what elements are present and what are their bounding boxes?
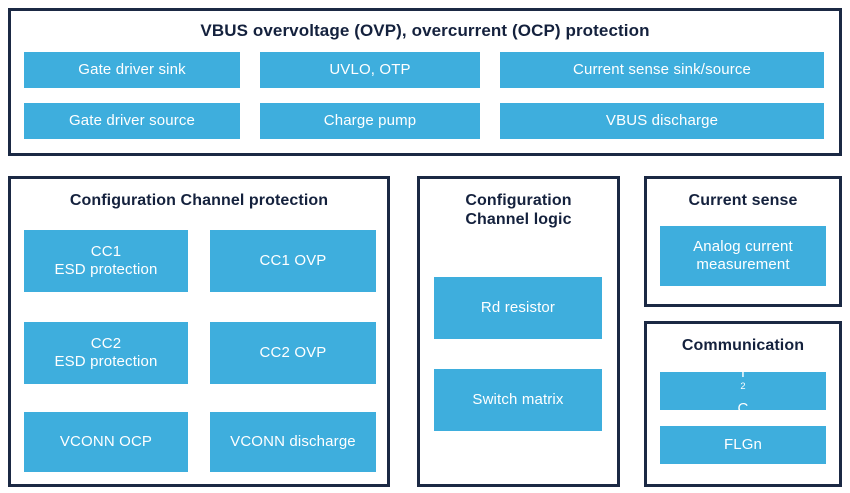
block-label: CC2 ESD protection bbox=[55, 335, 158, 371]
panel-current-sense-title: Current sense bbox=[688, 192, 798, 209]
block-label: CC1 ESD protection bbox=[55, 243, 158, 279]
block-label: VBUS discharge bbox=[605, 112, 719, 129]
block-label-line2: ESD protection bbox=[54, 353, 158, 370]
block-analog-current-measurement[interactable]: Analog current measurement bbox=[660, 226, 826, 286]
block-vconn-ocp[interactable]: VCONN OCP bbox=[24, 412, 188, 472]
block-cc1-esd-protection[interactable]: CC1 ESD protection bbox=[24, 230, 188, 292]
block-label: Current sense sink/source bbox=[573, 61, 751, 78]
panel-vbus-protection-title: VBUS overvoltage (OVP), overcurrent (OCP… bbox=[200, 21, 650, 40]
block-label: Rd resistor bbox=[480, 299, 556, 316]
block-label: Analog current measurement bbox=[693, 238, 793, 274]
block-switch-matrix[interactable]: Switch matrix bbox=[434, 369, 602, 431]
block-flgn[interactable]: FLGn bbox=[660, 426, 826, 464]
panel-communication-title: Communication bbox=[681, 337, 805, 354]
block-label: VCONN discharge bbox=[230, 433, 356, 450]
block-label: CC1 OVP bbox=[259, 252, 327, 269]
block-gate-driver-source[interactable]: Gate driver source bbox=[24, 103, 240, 139]
block-vconn-discharge[interactable]: VCONN discharge bbox=[210, 412, 376, 472]
block-uvlo-otp[interactable]: UVLO, OTP bbox=[260, 52, 480, 88]
block-label-superscript: 2 bbox=[740, 381, 746, 391]
block-gate-driver-sink[interactable]: Gate driver sink bbox=[24, 52, 240, 88]
block-current-sense-sink-source[interactable]: Current sense sink/source bbox=[500, 52, 824, 88]
block-cc2-esd-protection[interactable]: CC2 ESD protection bbox=[24, 322, 188, 384]
block-label-line1: CC1 bbox=[90, 243, 122, 260]
panel-cc-logic-title-line1: Configuration bbox=[465, 192, 572, 209]
block-vbus-discharge[interactable]: VBUS discharge bbox=[500, 103, 824, 139]
block-label-tail: C bbox=[737, 400, 749, 417]
block-label: CC2 OVP bbox=[259, 344, 327, 361]
panel-cc-logic-title-line2: Channel logic bbox=[465, 210, 572, 228]
block-label: VCONN OCP bbox=[59, 433, 153, 450]
block-label-base: I bbox=[740, 364, 746, 381]
block-rd-resistor[interactable]: Rd resistor bbox=[434, 277, 602, 339]
block-label-line1: Analog current bbox=[693, 238, 793, 255]
block-label: Switch matrix bbox=[472, 391, 564, 408]
panel-cc-logic-title: Configuration Channel logic bbox=[417, 192, 620, 230]
block-cc1-ovp[interactable]: CC1 OVP bbox=[210, 230, 376, 292]
block-label: FLGn bbox=[723, 436, 763, 453]
block-label: Charge pump bbox=[323, 112, 417, 129]
block-label: Gate driver source bbox=[68, 112, 196, 129]
block-label-line1: CC2 bbox=[90, 335, 122, 352]
panel-cc-protection-title: Configuration Channel protection bbox=[69, 192, 329, 209]
block-label: Gate driver sink bbox=[78, 61, 186, 78]
block-charge-pump[interactable]: Charge pump bbox=[260, 103, 480, 139]
block-label: UVLO, OTP bbox=[329, 61, 411, 78]
block-label-line2: ESD protection bbox=[54, 261, 158, 278]
block-label-line2: measurement bbox=[696, 256, 790, 273]
block-cc2-ovp[interactable]: CC2 OVP bbox=[210, 322, 376, 384]
